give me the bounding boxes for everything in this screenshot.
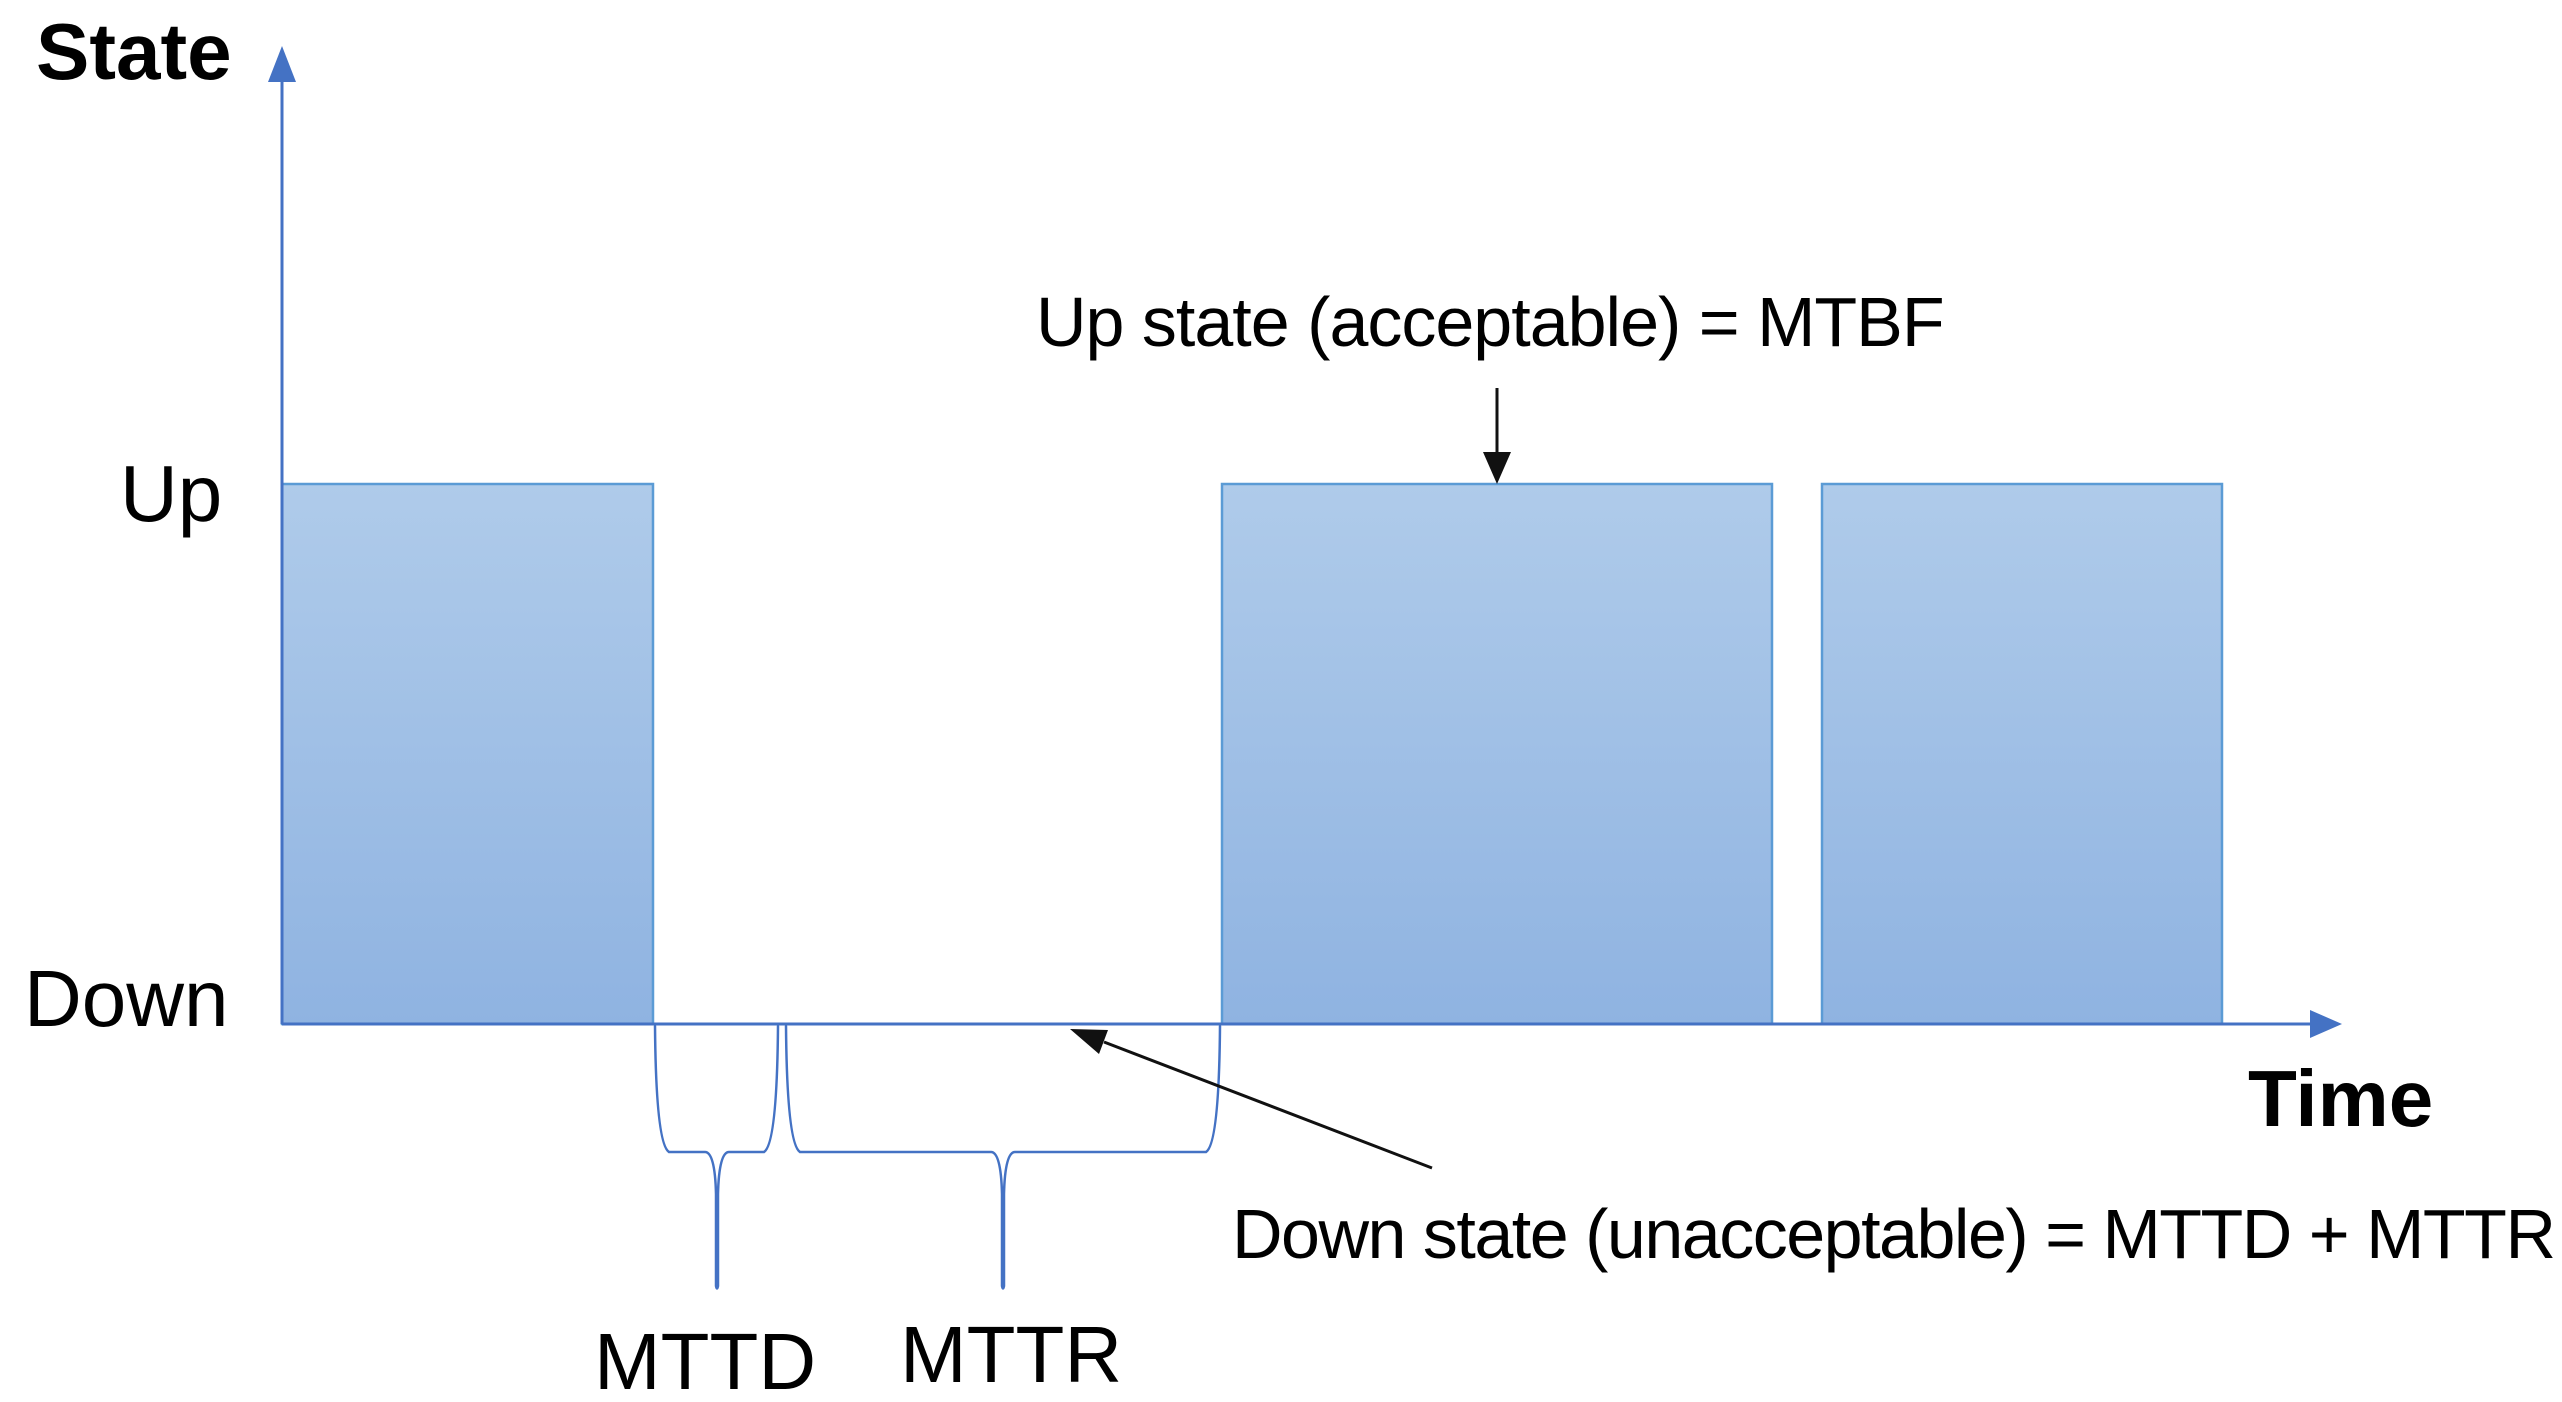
up-state-box-3 [1820,482,2224,1026]
down-state-annotation: Down state (unacceptable) = MTTD + MTTR [1232,1195,2556,1273]
mttd-brace [653,1024,780,1290]
y-axis-title: State [36,7,232,96]
mttr-brace [784,1024,1222,1290]
x-axis-arrow-icon [2310,1010,2342,1038]
up-state-box-1 [280,482,655,1026]
down-state-annotation-arrow [1070,1029,1433,1170]
mtbf-annotation-arrow [1483,388,1511,484]
y-tick-up-label: Up [120,449,223,538]
mttd-label: MTTD [594,1317,817,1402]
x-axis-title: Time [2248,1054,2434,1143]
y-tick-down-label: Down [24,954,229,1043]
y-axis-arrow-icon [268,46,296,82]
up-state-annotation: Up state (acceptable) = MTBF [1036,283,1945,361]
up-state-box-2 [1220,482,1774,1026]
mttr-label: MTTR [900,1310,1123,1399]
